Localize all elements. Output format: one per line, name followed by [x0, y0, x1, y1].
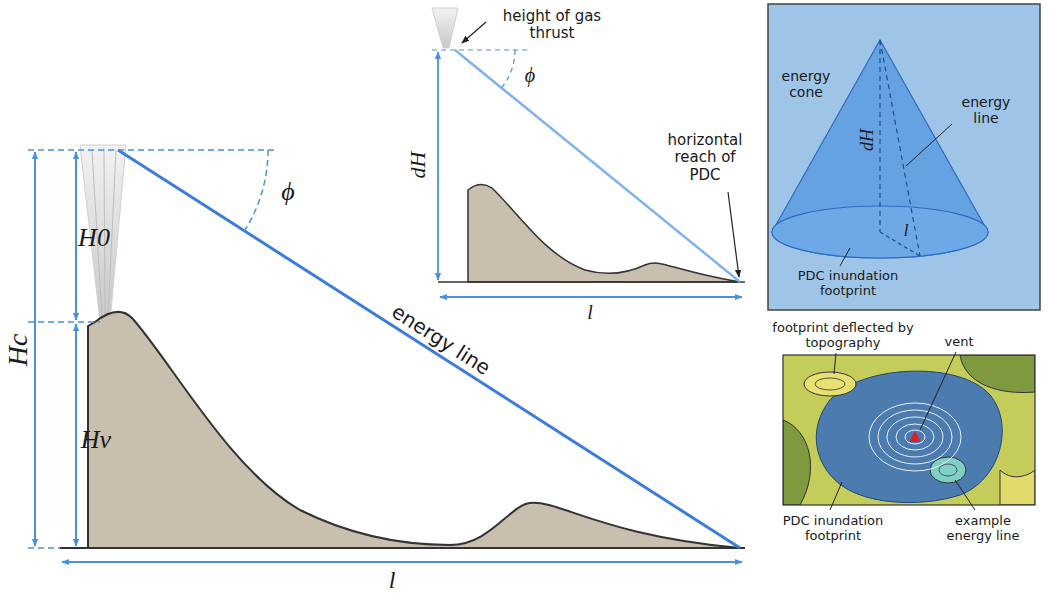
cone-radius: [880, 232, 920, 256]
dimension-arrow: [75, 152, 77, 320]
main-section: [28, 145, 745, 562]
map-border: [783, 355, 1035, 505]
callout-label: vent: [939, 335, 979, 350]
callout-label: footprint deflected by topography: [768, 321, 918, 351]
dimension-symbol: l: [380, 568, 404, 592]
volcano-profile: [468, 184, 740, 282]
vent-contours: [878, 410, 952, 464]
energy-cone-panel: [768, 4, 1040, 310]
callout-label: PDC inundation footprint: [773, 514, 893, 544]
footprint-map: [783, 352, 1035, 510]
callout-label: height of gas thrust: [488, 8, 616, 43]
dimension-symbol: H0: [74, 225, 114, 251]
leader-line: [834, 353, 836, 374]
angle-symbol: ϕ: [273, 179, 303, 205]
ground-line: [438, 281, 745, 283]
terrain-patch: [783, 420, 811, 505]
dimension-arrow: [34, 152, 36, 546]
ground-line: [60, 547, 745, 549]
terrain-contour: [939, 464, 957, 476]
energy-cone: [772, 40, 988, 258]
gas-thrust-plume: [432, 8, 458, 48]
vent-contours: [869, 403, 961, 471]
angle-arc: [244, 150, 268, 231]
volcano-profile: [88, 312, 740, 548]
dimension-arrow: [437, 52, 439, 280]
energy-line: [118, 150, 740, 548]
dimension-arrow: [75, 324, 77, 546]
dimension-symbol: dH: [407, 145, 429, 185]
dimension-arrow: [62, 561, 742, 563]
leader-line: [840, 248, 850, 266]
vent-symbol: [909, 431, 921, 442]
reference-dash: [28, 149, 275, 151]
part-label: energy line: [951, 94, 1021, 126]
dimension-symbol: Hc: [4, 330, 32, 370]
angle-symbol: ϕ: [518, 65, 542, 85]
cone-energy-line: [880, 40, 920, 256]
energy-cone-panel: energy cone energy line dH lPDC inundation …: [768, 4, 1040, 310]
map-surface: [783, 355, 1035, 505]
line-label: energy line: [376, 293, 506, 388]
angle-arc: [502, 50, 515, 88]
map-ground: [783, 355, 1035, 505]
leader-line: [920, 352, 956, 430]
vent-contours: [905, 430, 925, 444]
leader-line: [728, 192, 739, 277]
reference-dash: [28, 547, 60, 549]
dimension-symbol: l: [578, 302, 602, 322]
leader-line: [955, 480, 975, 510]
vent-contours: [887, 417, 943, 457]
footprint-map: footprint deflected by topographyventPDC…: [783, 355, 1035, 505]
deflection-patch: [815, 378, 845, 390]
leader-line: [462, 22, 486, 43]
dimension-arrow: [440, 296, 742, 298]
dimension-symbol: l: [899, 222, 913, 239]
reference-dash: [432, 49, 528, 50]
vent-contours: [896, 424, 934, 450]
leader-line: [830, 482, 842, 510]
deflection-patch: [804, 372, 856, 396]
callout-label: example energy line: [938, 514, 1028, 544]
panel-ground: [768, 4, 1040, 310]
vent-contours: [869, 403, 961, 471]
reference-dash: [28, 321, 100, 323]
dimension-symbol: dH: [858, 122, 876, 158]
leader-line: [906, 124, 952, 166]
dimension-symbol: Hv: [76, 427, 116, 453]
part-label: PDC inundation footprint: [778, 269, 918, 299]
part-label: energy cone: [774, 68, 838, 100]
cone-axis: [879, 40, 880, 232]
terrain-patch: [1000, 470, 1035, 505]
callout-label: horizontal reach of PDC: [659, 132, 751, 184]
